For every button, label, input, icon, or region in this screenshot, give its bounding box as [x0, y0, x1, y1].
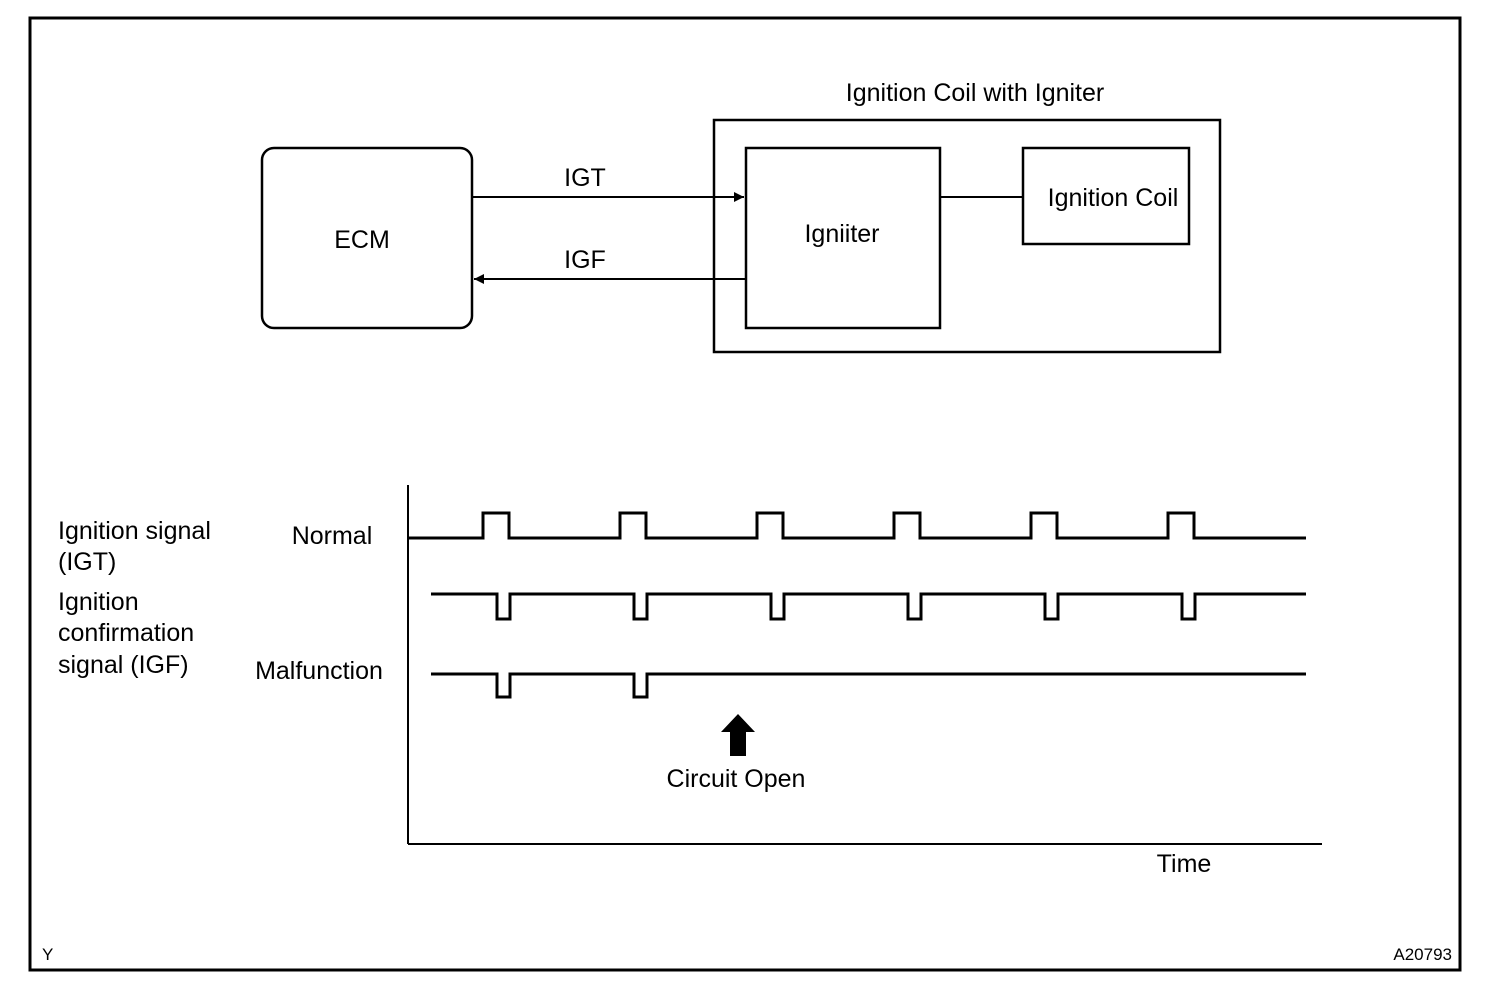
ecm-box — [260, 146, 474, 330]
circuit-open-label: Circuit Open — [667, 765, 806, 793]
malfunction-label: Malfunction — [255, 657, 383, 685]
igniter-label: Igniiter — [804, 220, 879, 248]
normal-label: Normal — [292, 522, 373, 550]
igf-row-label-line1: Ignition — [58, 588, 139, 616]
igf-malfunction-waveform — [431, 672, 1306, 699]
ecm-label: ECM — [334, 226, 390, 254]
igf-normal-waveform — [431, 592, 1306, 621]
igf-row-label-line2: confirmation — [58, 619, 194, 647]
igf-row-label-line3: signal (IGF) — [58, 651, 189, 679]
figure-id: A20793 — [1393, 945, 1452, 964]
igt-row-label-line2: (IGT) — [58, 548, 116, 576]
igt-row-label-line1: Ignition signal — [58, 517, 211, 545]
module-title: Ignition Coil with Igniter — [846, 79, 1104, 107]
igt-waveform — [408, 511, 1306, 540]
igniter-box — [744, 146, 942, 330]
ignition-coil-with-igniter-box — [712, 118, 1222, 354]
ignition-coil-label: Ignition Coil — [1048, 184, 1179, 212]
time-axis-label: Time — [1157, 850, 1212, 878]
igf-label: IGF — [564, 246, 606, 274]
figure-frame — [28, 16, 1462, 972]
footer-left-code: Y — [42, 945, 53, 964]
circuit-open-arrow-icon — [721, 714, 755, 756]
igt-label: IGT — [564, 164, 606, 192]
